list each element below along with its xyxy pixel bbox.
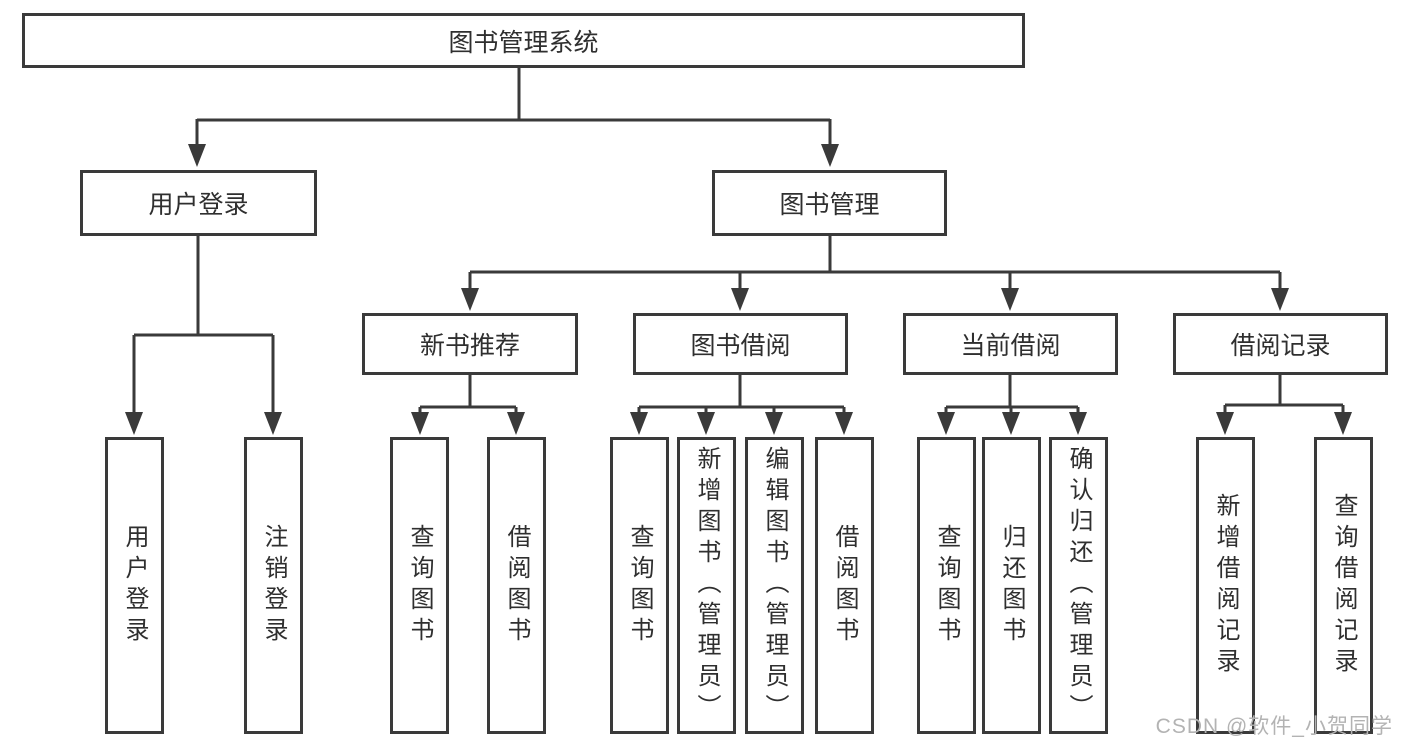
leaf-logout: 注销登录: [244, 437, 303, 734]
leaf-user-login: 用户登录: [105, 437, 164, 734]
leaf-query-books-current: 查询图书: [917, 437, 976, 734]
leaf-edit-book-admin: 编辑图书（管理员）: [745, 437, 804, 734]
watermark: CSDN @软件_小贺同学: [1155, 715, 1393, 738]
leaf-query-books-borrowing: 查询图书: [610, 437, 669, 734]
node-borrowing-records: 借阅记录: [1173, 313, 1388, 375]
leaf-borrow-books-recommend: 借阅图书: [487, 437, 546, 734]
leaf-query-books-recommend: 查询图书: [390, 437, 449, 734]
leaf-confirm-return-admin: 确认归还（管理员）: [1049, 437, 1108, 734]
leaf-add-book-admin: 新增图书（管理员）: [677, 437, 736, 734]
leaf-add-borrow-record: 新增借阅记录: [1196, 437, 1255, 734]
node-book-borrowing: 图书借阅: [633, 313, 848, 375]
leaf-return-book: 归还图书: [982, 437, 1041, 734]
node-user-login: 用户登录: [80, 170, 317, 236]
node-book-management: 图书管理: [712, 170, 947, 236]
leaf-borrow-books-borrowing: 借阅图书: [815, 437, 874, 734]
node-new-book-recommend: 新书推荐: [362, 313, 578, 375]
leaf-query-borrow-record: 查询借阅记录: [1314, 437, 1373, 734]
node-current-borrowing: 当前借阅: [903, 313, 1118, 375]
node-root-system: 图书管理系统: [22, 13, 1025, 68]
